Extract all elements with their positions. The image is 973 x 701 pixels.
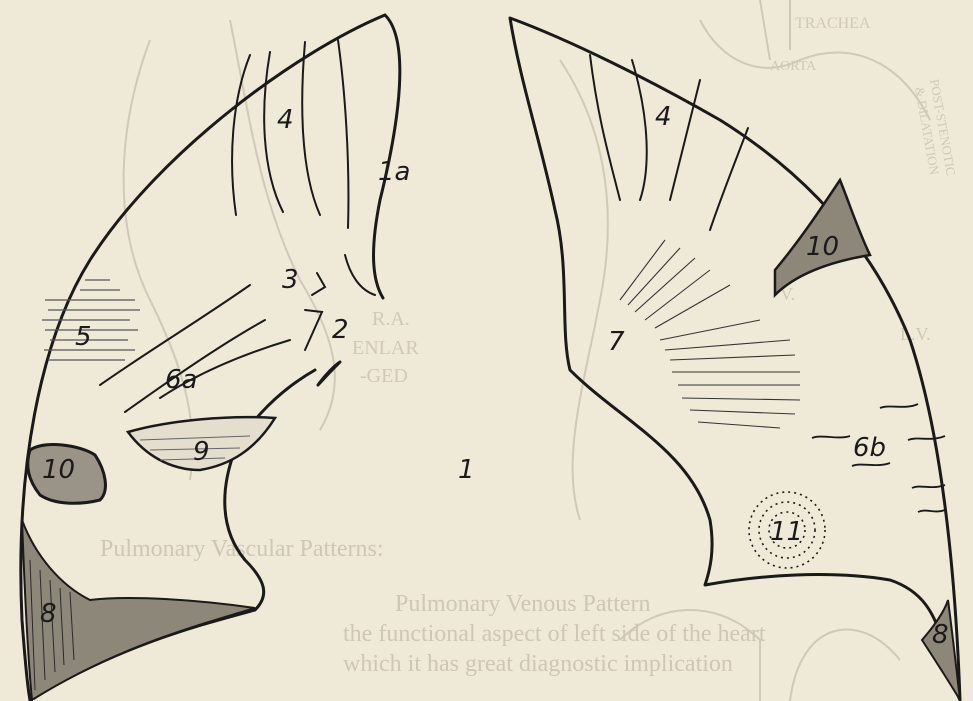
label-right-4: 4 xyxy=(655,102,672,132)
bleed-line-2: the functional aspect of left side of th… xyxy=(343,621,766,647)
label-left-8: 8 xyxy=(40,599,57,629)
labels: 4 1a 3 2 5 6a 9 10 8 4 10 7 6b 11 8 1 xyxy=(40,102,949,650)
label-left-2: 2 xyxy=(332,315,349,345)
label-right-11: 11 xyxy=(770,517,803,547)
label-left-10: 10 xyxy=(42,455,75,485)
aorta-trace: AORTA xyxy=(770,59,817,74)
trachea-trace: TRACHEA xyxy=(795,15,871,32)
label-left-1a: 1a xyxy=(378,157,410,187)
figure-number: 1 xyxy=(458,455,475,485)
region-7-hatch xyxy=(620,240,800,428)
label-right-7: 7 xyxy=(608,327,625,357)
ra-trace-2: ENLAR xyxy=(352,337,419,359)
bleed-line-1: Pulmonary Venous Pattern xyxy=(395,591,651,617)
label-right-6b: 6b xyxy=(853,433,886,463)
ra-trace-1: R.A. xyxy=(372,308,410,330)
left-lung xyxy=(21,15,400,700)
left-hilum-tip xyxy=(318,362,340,385)
label-left-6a: 6a xyxy=(165,365,197,395)
label-right-8: 8 xyxy=(932,620,949,650)
label-left-4: 4 xyxy=(277,105,294,135)
ra-trace-3: -GED xyxy=(360,365,408,387)
label-left-9: 9 xyxy=(193,437,210,467)
label-left-3: 3 xyxy=(282,265,299,295)
label-left-5: 5 xyxy=(75,322,92,352)
label-right-10: 10 xyxy=(806,232,839,262)
bleed-line-3: which it has great diagnostic implicatio… xyxy=(343,651,733,677)
